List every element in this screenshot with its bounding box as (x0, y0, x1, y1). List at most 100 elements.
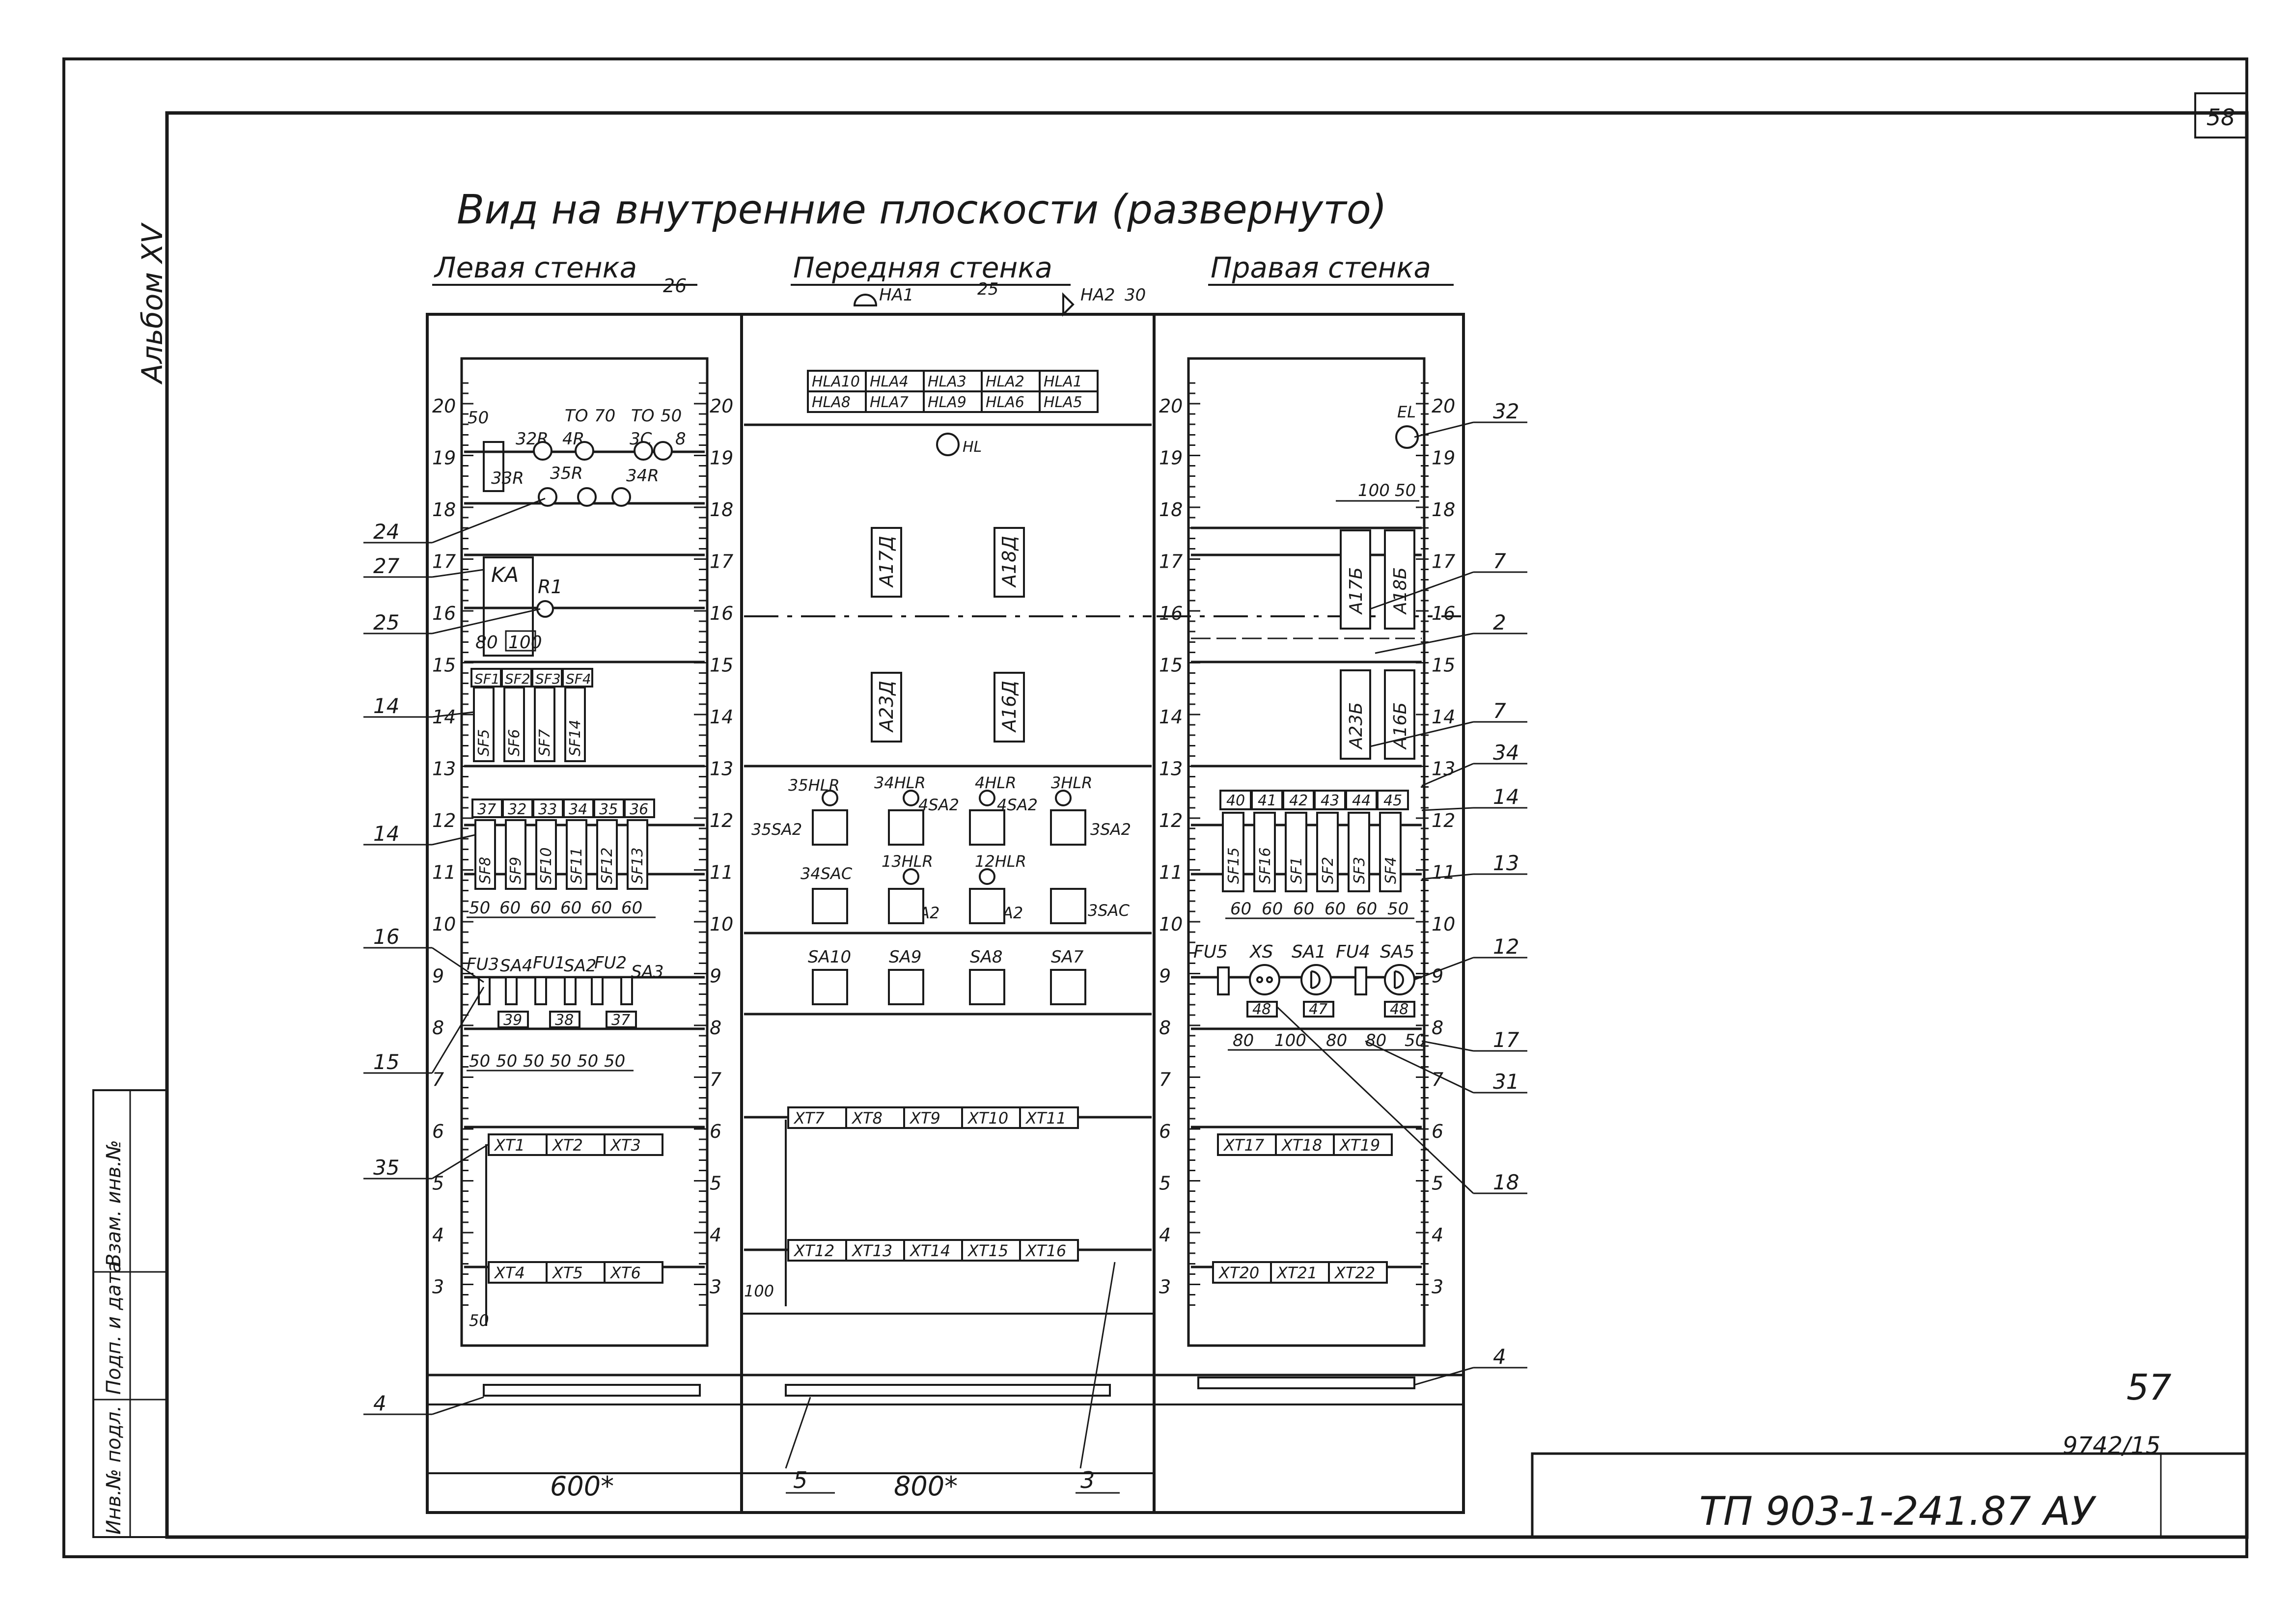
callout-label: 18 (1493, 1170, 1519, 1194)
callout-label: 4 (373, 1391, 386, 1415)
circuit-breaker (505, 819, 526, 890)
ammeter-label: A17Д (876, 536, 897, 588)
scale-label: 17 (710, 551, 733, 573)
front-wall-title: Передняя стенка (793, 251, 1052, 284)
scale-label: 8 (432, 1017, 444, 1039)
callout-label: 14 (1493, 785, 1519, 809)
terminal-label: XT11 (1025, 1109, 1066, 1128)
page-number: 58 (2207, 104, 2236, 131)
dim: 100 (744, 1282, 774, 1300)
scale-label: 15 (1432, 655, 1455, 676)
scale-label: 6 (710, 1121, 721, 1142)
dim: 50 (661, 406, 682, 426)
breaker-label: SF3 (1351, 857, 1368, 884)
terminal-block (1270, 1261, 1330, 1284)
device-label: FU2 (594, 953, 627, 973)
scale-label: 3 (1159, 1276, 1171, 1298)
terminal-label: XT17 (1223, 1136, 1265, 1155)
terminal-label: XT5 (552, 1264, 583, 1282)
box-label: 47 (1309, 1001, 1327, 1018)
terminal-label: XT4 (494, 1264, 525, 1282)
scale-label: 18 (1432, 499, 1455, 521)
scale-label: 12 (1159, 810, 1183, 831)
breaker-label: 43 (1321, 792, 1339, 809)
terminal-block (488, 1261, 548, 1284)
dim: 50 (496, 1051, 517, 1071)
scale-label: 19 (1432, 447, 1455, 469)
dim: 80 (1233, 1031, 1254, 1050)
callout-label: 32 (1493, 399, 1519, 423)
lamp-cell (981, 390, 1041, 413)
dim: 50 (577, 1051, 598, 1071)
scale-label: 19 (1159, 447, 1183, 469)
terminal-label: XT15 (967, 1241, 1008, 1260)
scale-label: 9 (432, 965, 444, 987)
scale-label: 16 (432, 603, 456, 624)
terminal-block (604, 1261, 663, 1284)
switch-label: SA10 (808, 947, 851, 967)
lamp-label: HL (963, 439, 982, 456)
dim: 80 (1365, 1031, 1386, 1050)
lamp-label: HA2 (1080, 285, 1115, 305)
terminal-block (1328, 1261, 1388, 1284)
breaker-header (624, 798, 655, 818)
breaker-label: SF2 (1320, 857, 1337, 884)
lamp-label: 34R (626, 466, 659, 486)
terminal-block (1333, 1133, 1393, 1156)
callout-label: 25 (373, 610, 399, 634)
circuit-breaker (474, 819, 496, 890)
bottom-rail (483, 1384, 701, 1397)
terminal-block (845, 1239, 905, 1262)
breaker-label: SF13 (629, 848, 646, 884)
lamp-el (1395, 425, 1419, 449)
breaker-label: SF3 (535, 671, 561, 687)
terminal-label: XT1 (494, 1136, 525, 1155)
lamp-label: 35R (550, 464, 583, 483)
callout-label: 15 (373, 1050, 399, 1074)
dim: 80 (1326, 1031, 1347, 1050)
dim: 60 (1356, 899, 1377, 919)
circuit-breaker (564, 687, 586, 762)
switches (812, 969, 1086, 1005)
ammeter-label: A17Б (1346, 567, 1366, 615)
circuit-breaker (1379, 812, 1402, 892)
scale-label: 18 (710, 499, 733, 521)
scale-label: 6 (1159, 1121, 1171, 1142)
lamp-label: 30 (1125, 285, 1146, 305)
callout-label: 31 (1493, 1070, 1519, 1094)
breaker-label: SF1 (1288, 857, 1305, 884)
terminal-block (1019, 1106, 1079, 1129)
scale-label: 12 (1432, 810, 1455, 831)
breaker-label: SF2 (505, 671, 530, 687)
callout-label: 14 (373, 694, 399, 718)
scale-label: 3 (1432, 1276, 1443, 1298)
front-width: 800* (894, 1471, 958, 1502)
switch-label: SA7 (1051, 947, 1084, 967)
breaker-label: 36 (630, 801, 648, 818)
terminal-block (787, 1239, 847, 1262)
scale-label: 9 (1432, 965, 1443, 987)
lamp-label: 13HLR (882, 852, 933, 871)
drawing-code: ТП 903-1-241.87 АУ (1699, 1488, 2097, 1534)
box-label: 39 (503, 1012, 522, 1029)
dim: 70 (594, 406, 615, 426)
ammeters (871, 527, 1025, 743)
scale-label: 15 (1159, 655, 1183, 676)
lamp-label: 4HLR (975, 773, 1016, 792)
scale-label: 20 (432, 395, 456, 417)
breaker-label: SF14 (567, 720, 584, 756)
scale-label: 16 (1159, 603, 1183, 624)
terminal-label: XT2 (552, 1136, 583, 1155)
terminal-label: XT22 (1334, 1264, 1375, 1282)
dim: 60 (530, 898, 551, 918)
lamp-label: HLA5 (1044, 394, 1082, 411)
lamp-label: 25 (977, 279, 998, 299)
scale-label: 18 (1159, 499, 1183, 521)
